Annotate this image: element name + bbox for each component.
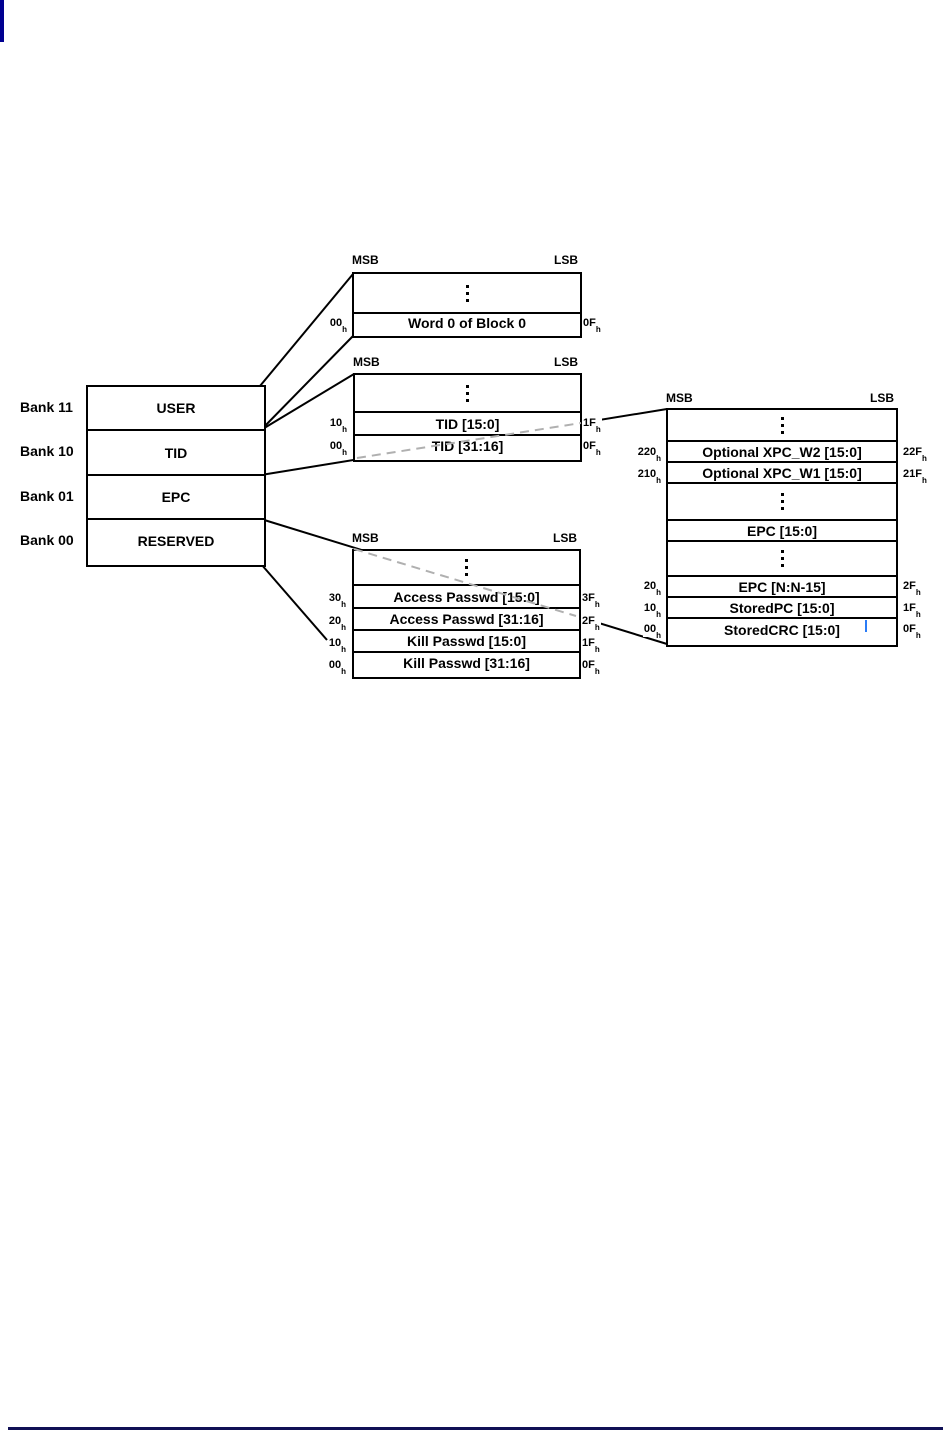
bank-user-label: USER [156, 400, 196, 416]
epc-n-label: EPC [N:N-15] [738, 578, 826, 595]
reserved-msb-label: MSB [352, 531, 379, 545]
reserved-2F-address: 2Fh [581, 613, 601, 633]
vertical-ellipsis-icon [465, 283, 469, 304]
epc-bottom-dashed-line [353, 548, 577, 617]
reserved-ellipsis-row [354, 551, 579, 584]
reserved-0F-address: 0Fh [581, 657, 601, 677]
reserved-1F-address: 1Fh [581, 635, 601, 655]
tid-word0-end-address: 0Fh [582, 438, 602, 458]
bank-row-reserved: RESERVED [88, 518, 264, 561]
vertical-ellipsis-icon [466, 383, 469, 404]
tid-ellipsis-row [355, 375, 580, 411]
bank-01-label: Bank 01 [20, 488, 74, 504]
bank-row-epc: EPC [88, 474, 264, 518]
epc-lsb-label: LSB [870, 391, 894, 405]
storedpc-start-address: 10h [642, 600, 662, 620]
tid-lsb-label: LSB [554, 355, 578, 369]
bank-11-label: Bank 11 [20, 399, 73, 415]
reserved-10-address: 10h [327, 635, 347, 655]
connector-user-top-line [259, 273, 354, 387]
user-msb-label: MSB [352, 253, 379, 267]
reserved-30-address: 30h [327, 590, 347, 610]
xpc-w2-row: Optional XPC_W2 [15:0] [668, 440, 896, 461]
bank-00-label: Bank 00 [20, 532, 74, 548]
epc-ellipsis-row [668, 482, 896, 519]
reserved-memory-box: Access Passwd [15:0] Access Passwd [31:1… [352, 549, 581, 679]
bank-reserved-label: RESERVED [137, 532, 215, 549]
xpc-w2-label: Optional XPC_W2 [15:0] [702, 443, 862, 460]
xpc-w2-start-address: 220h [636, 444, 662, 464]
xpc-w1-label: Optional XPC_W1 [15:0] [702, 464, 862, 481]
tid-word0-start-address: 00h [328, 438, 348, 458]
tid-msb-label: MSB [353, 355, 380, 369]
epc-msb-label: MSB [666, 391, 693, 405]
memory-bank-stack: USER TID EPC RESERVED [86, 385, 266, 567]
reserved-lsb-label: LSB [553, 531, 577, 545]
text-caret [865, 620, 867, 632]
user-end-address: 0Fh [582, 315, 602, 335]
tid-word1-start-address: 10h [328, 415, 348, 435]
kill-passwd-lo-row: Kill Passwd [31:16] [354, 651, 579, 673]
user-lsb-label: LSB [554, 253, 578, 267]
access-passwd-lo-row: Access Passwd [31:16] [354, 607, 579, 629]
epc-memory-box: Optional XPC_W2 [15:0] Optional XPC_W1 [… [666, 408, 898, 647]
connector-tid-top-line [260, 373, 355, 431]
user-ellipsis-row [354, 274, 580, 312]
tid-memory-box: TID [15:0] TID [31:16] [353, 373, 582, 462]
epc-n-row: EPC [N:N-15] [668, 575, 896, 596]
vertical-ellipsis-icon [780, 548, 784, 569]
epc-ellipsis-row [668, 410, 896, 440]
xpc-w2-end-address: 22Fh [902, 444, 928, 464]
bank-row-tid: TID [88, 429, 264, 474]
epc-15-0-label: EPC [15:0] [746, 522, 818, 539]
storedcrc-start-address: 00h [642, 621, 662, 641]
page-footer-rule [8, 1427, 943, 1430]
bank-row-user: USER [88, 387, 264, 429]
user-word0-label: Word 0 of Block 0 [408, 315, 526, 331]
tid-word1-row: TID [15:0] [355, 411, 580, 434]
connector-reserved-bottom-line [260, 563, 328, 641]
user-start-address: 00h [328, 315, 348, 335]
xpc-w1-end-address: 21Fh [902, 466, 928, 486]
tid-word0-label: TID [31:16] [431, 438, 504, 454]
vertical-ellipsis-icon [780, 491, 784, 512]
reserved-00-address: 00h [327, 657, 347, 677]
vertical-ellipsis-icon [780, 415, 784, 436]
reserved-20-address: 20h [327, 613, 347, 633]
tid-word0-row: TID [31:16] [355, 434, 580, 456]
kill-passwd-hi-row: Kill Passwd [15:0] [354, 629, 579, 651]
tid-word1-end-address: 1Fh [582, 415, 602, 435]
bank-tid-label: TID [164, 444, 188, 461]
connector-user-bottom-line [260, 335, 354, 431]
user-word0-row: Word 0 of Block 0 [354, 312, 580, 332]
reserved-3F-address: 3Fh [581, 590, 601, 610]
page-accent-bar [0, 0, 4, 42]
storedcrc-end-address: 0Fh [902, 621, 922, 641]
xpc-w1-start-address: 210h [636, 466, 662, 486]
epc-15-0-row: EPC [15:0] [668, 519, 896, 540]
storedcrc-label: StoredCRC [15:0] [724, 622, 840, 638]
xpc-w1-row: Optional XPC_W1 [15:0] [668, 461, 896, 482]
storedpc-end-address: 1Fh [902, 600, 922, 620]
storedcrc-row: StoredCRC [15:0] [668, 617, 896, 641]
storedpc-row: StoredPC [15:0] [668, 596, 896, 617]
kill-passwd-hi-label: Kill Passwd [15:0] [406, 633, 527, 649]
bank-10-label: Bank 10 [20, 443, 74, 459]
bank-epc-label: EPC [161, 489, 191, 505]
storedpc-label: StoredPC [15:0] [729, 599, 835, 616]
user-memory-box: Word 0 of Block 0 [352, 272, 582, 338]
tid-word1-label: TID [15:0] [435, 415, 500, 432]
epc-ellipsis-row [668, 540, 896, 575]
epc-n-start-address: 20h [642, 578, 662, 598]
epc-n-end-address: 2Fh [902, 578, 922, 598]
access-passwd-lo-label: Access Passwd [31:16] [389, 611, 544, 627]
epc-top-dashed-line [356, 422, 582, 459]
kill-passwd-lo-label: Kill Passwd [31:16] [403, 655, 530, 671]
vertical-ellipsis-icon [465, 557, 468, 578]
